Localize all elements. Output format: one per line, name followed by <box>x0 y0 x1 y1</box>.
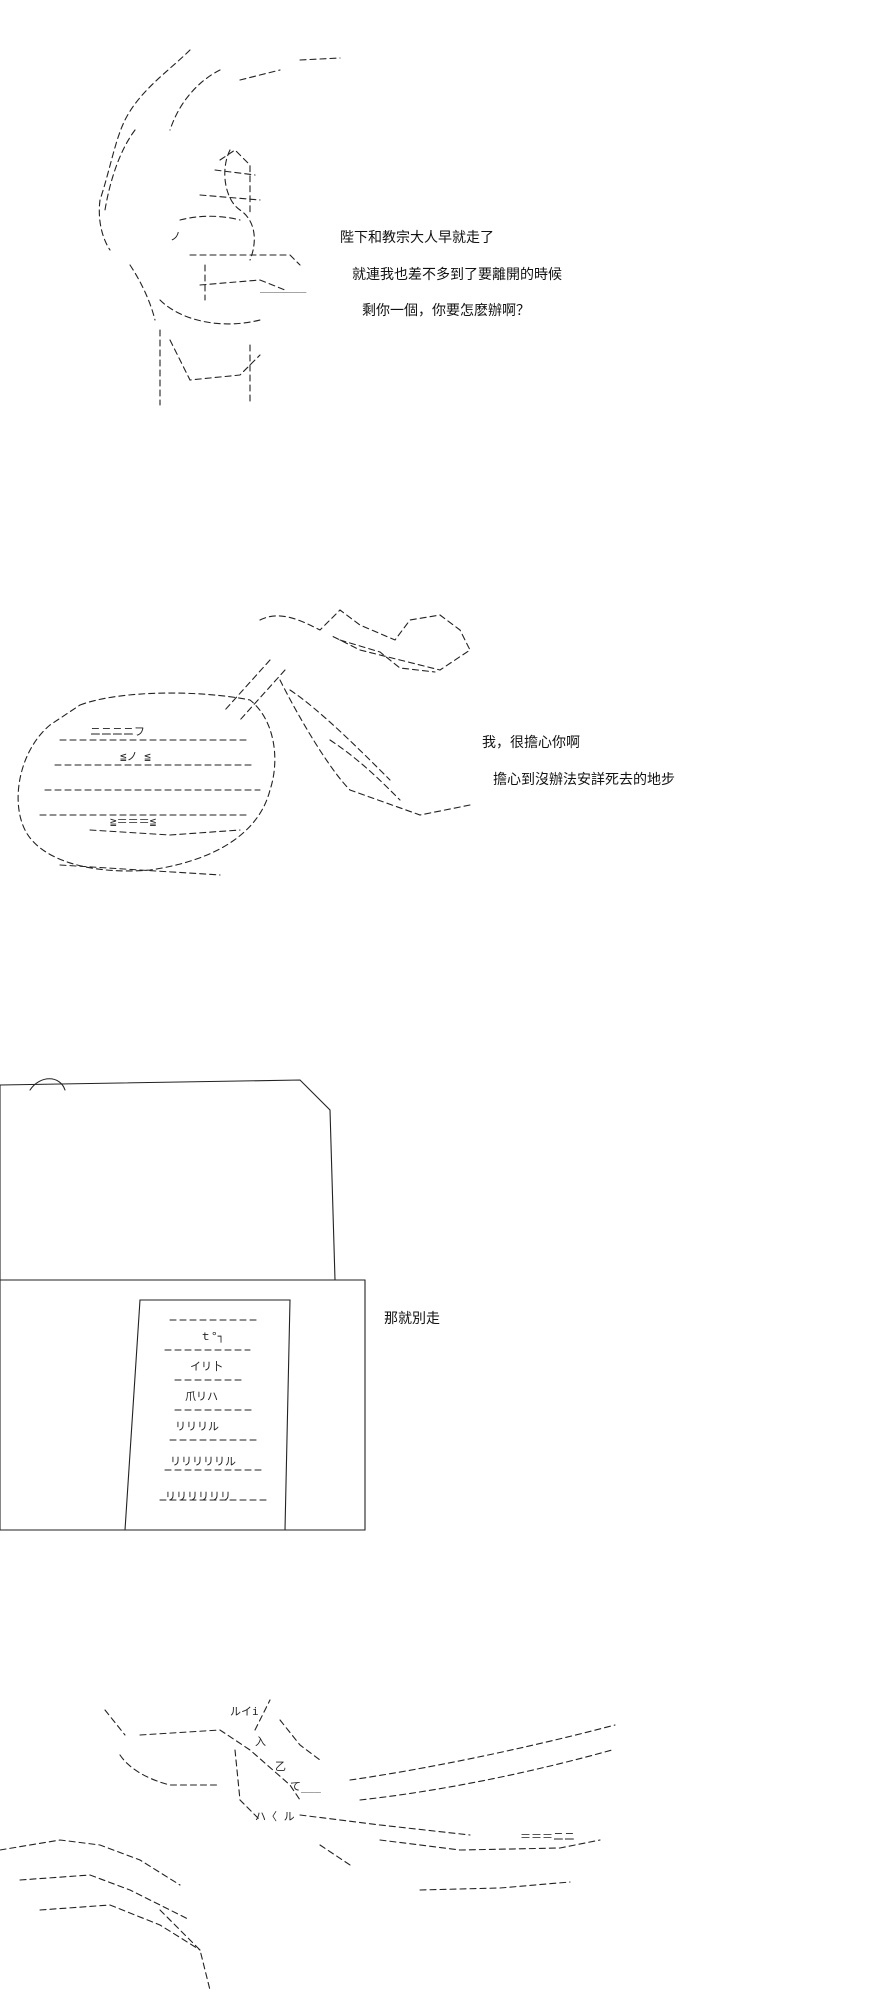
ascii-art-bag-drawing: ニニニニフ ≦ノ ≦ ≧＝＝＝≦ <box>17 609 471 876</box>
svg-text:て___: て___ <box>290 1780 321 1793</box>
dialogue-line: 我，很擔心你啊 <box>482 735 580 751</box>
svg-text:ルイi: ルイi <box>230 1705 259 1718</box>
dialogue-line: 陛下和教宗大人早就走了 <box>340 230 494 246</box>
svg-text:＝＝＝ニニ: ＝＝＝ニニ <box>520 1830 575 1843</box>
svg-text:ニニニニフ: ニニニニフ <box>90 725 145 738</box>
panel-2: ニニニニフ ≦ノ ≦ ≧＝＝＝≦ 我，很擔心你啊 擔心到沒辦法安詳死去的地步 <box>0 590 871 910</box>
ascii-art-hand-drawing: _______ ノ <box>98 49 341 406</box>
svg-text:イリ卜: イリ卜 <box>190 1360 223 1373</box>
svg-text:≧＝＝＝≦: ≧＝＝＝≦ <box>110 815 157 828</box>
ascii-art-hands-reaching: ルイi 入 乙 て___ ハ〈 ル ＝＝＝ニニ <box>0 1699 616 1991</box>
svg-text:リリリリリリ: リリリリリリ <box>165 1490 231 1503</box>
svg-text:入: 入 <box>255 1735 266 1748</box>
panel-4: ルイi 入 乙 て___ ハ〈 ル ＝＝＝ニニ <box>0 1690 871 2000</box>
dialogue-line: 剩你一個，你要怎麽辦啊？ <box>362 303 530 319</box>
svg-text:爪リハ: 爪リハ <box>185 1390 218 1403</box>
ascii-art-shaded-figure: ｔ°┐ イリ卜 爪リハ リリリル リリリリリル リリリリリリ <box>0 1078 366 1531</box>
svg-text:ｔ°┐: ｔ°┐ <box>200 1330 224 1343</box>
dialogue-line: 擔心到沒辦法安詳死去的地步 <box>493 772 675 788</box>
dialogue-line: 就連我也差不多到了要離開的時候 <box>352 267 562 283</box>
svg-text:リリリル: リリリル <box>175 1420 219 1433</box>
panel-1: _______ ノ 陛下和教宗大人早就走了 就連我也差不多到了要離開的時候 剩你… <box>0 0 871 440</box>
svg-text:ノ: ノ <box>170 230 181 243</box>
svg-text:≦ノ ≦: ≦ノ ≦ <box>120 750 151 763</box>
svg-text:ハ〈 ル: ハ〈 ル <box>255 1810 295 1823</box>
svg-text:リリリリリル: リリリリリル <box>170 1455 236 1468</box>
dialogue-line: 那就別走 <box>384 1311 440 1327</box>
panel-3: ｔ°┐ イリ卜 爪リハ リリリル リリリリリル リリリリリリ 那就別走 <box>0 1070 871 1540</box>
svg-text:乙: 乙 <box>275 1760 286 1773</box>
svg-text:_______: _______ <box>260 280 307 293</box>
